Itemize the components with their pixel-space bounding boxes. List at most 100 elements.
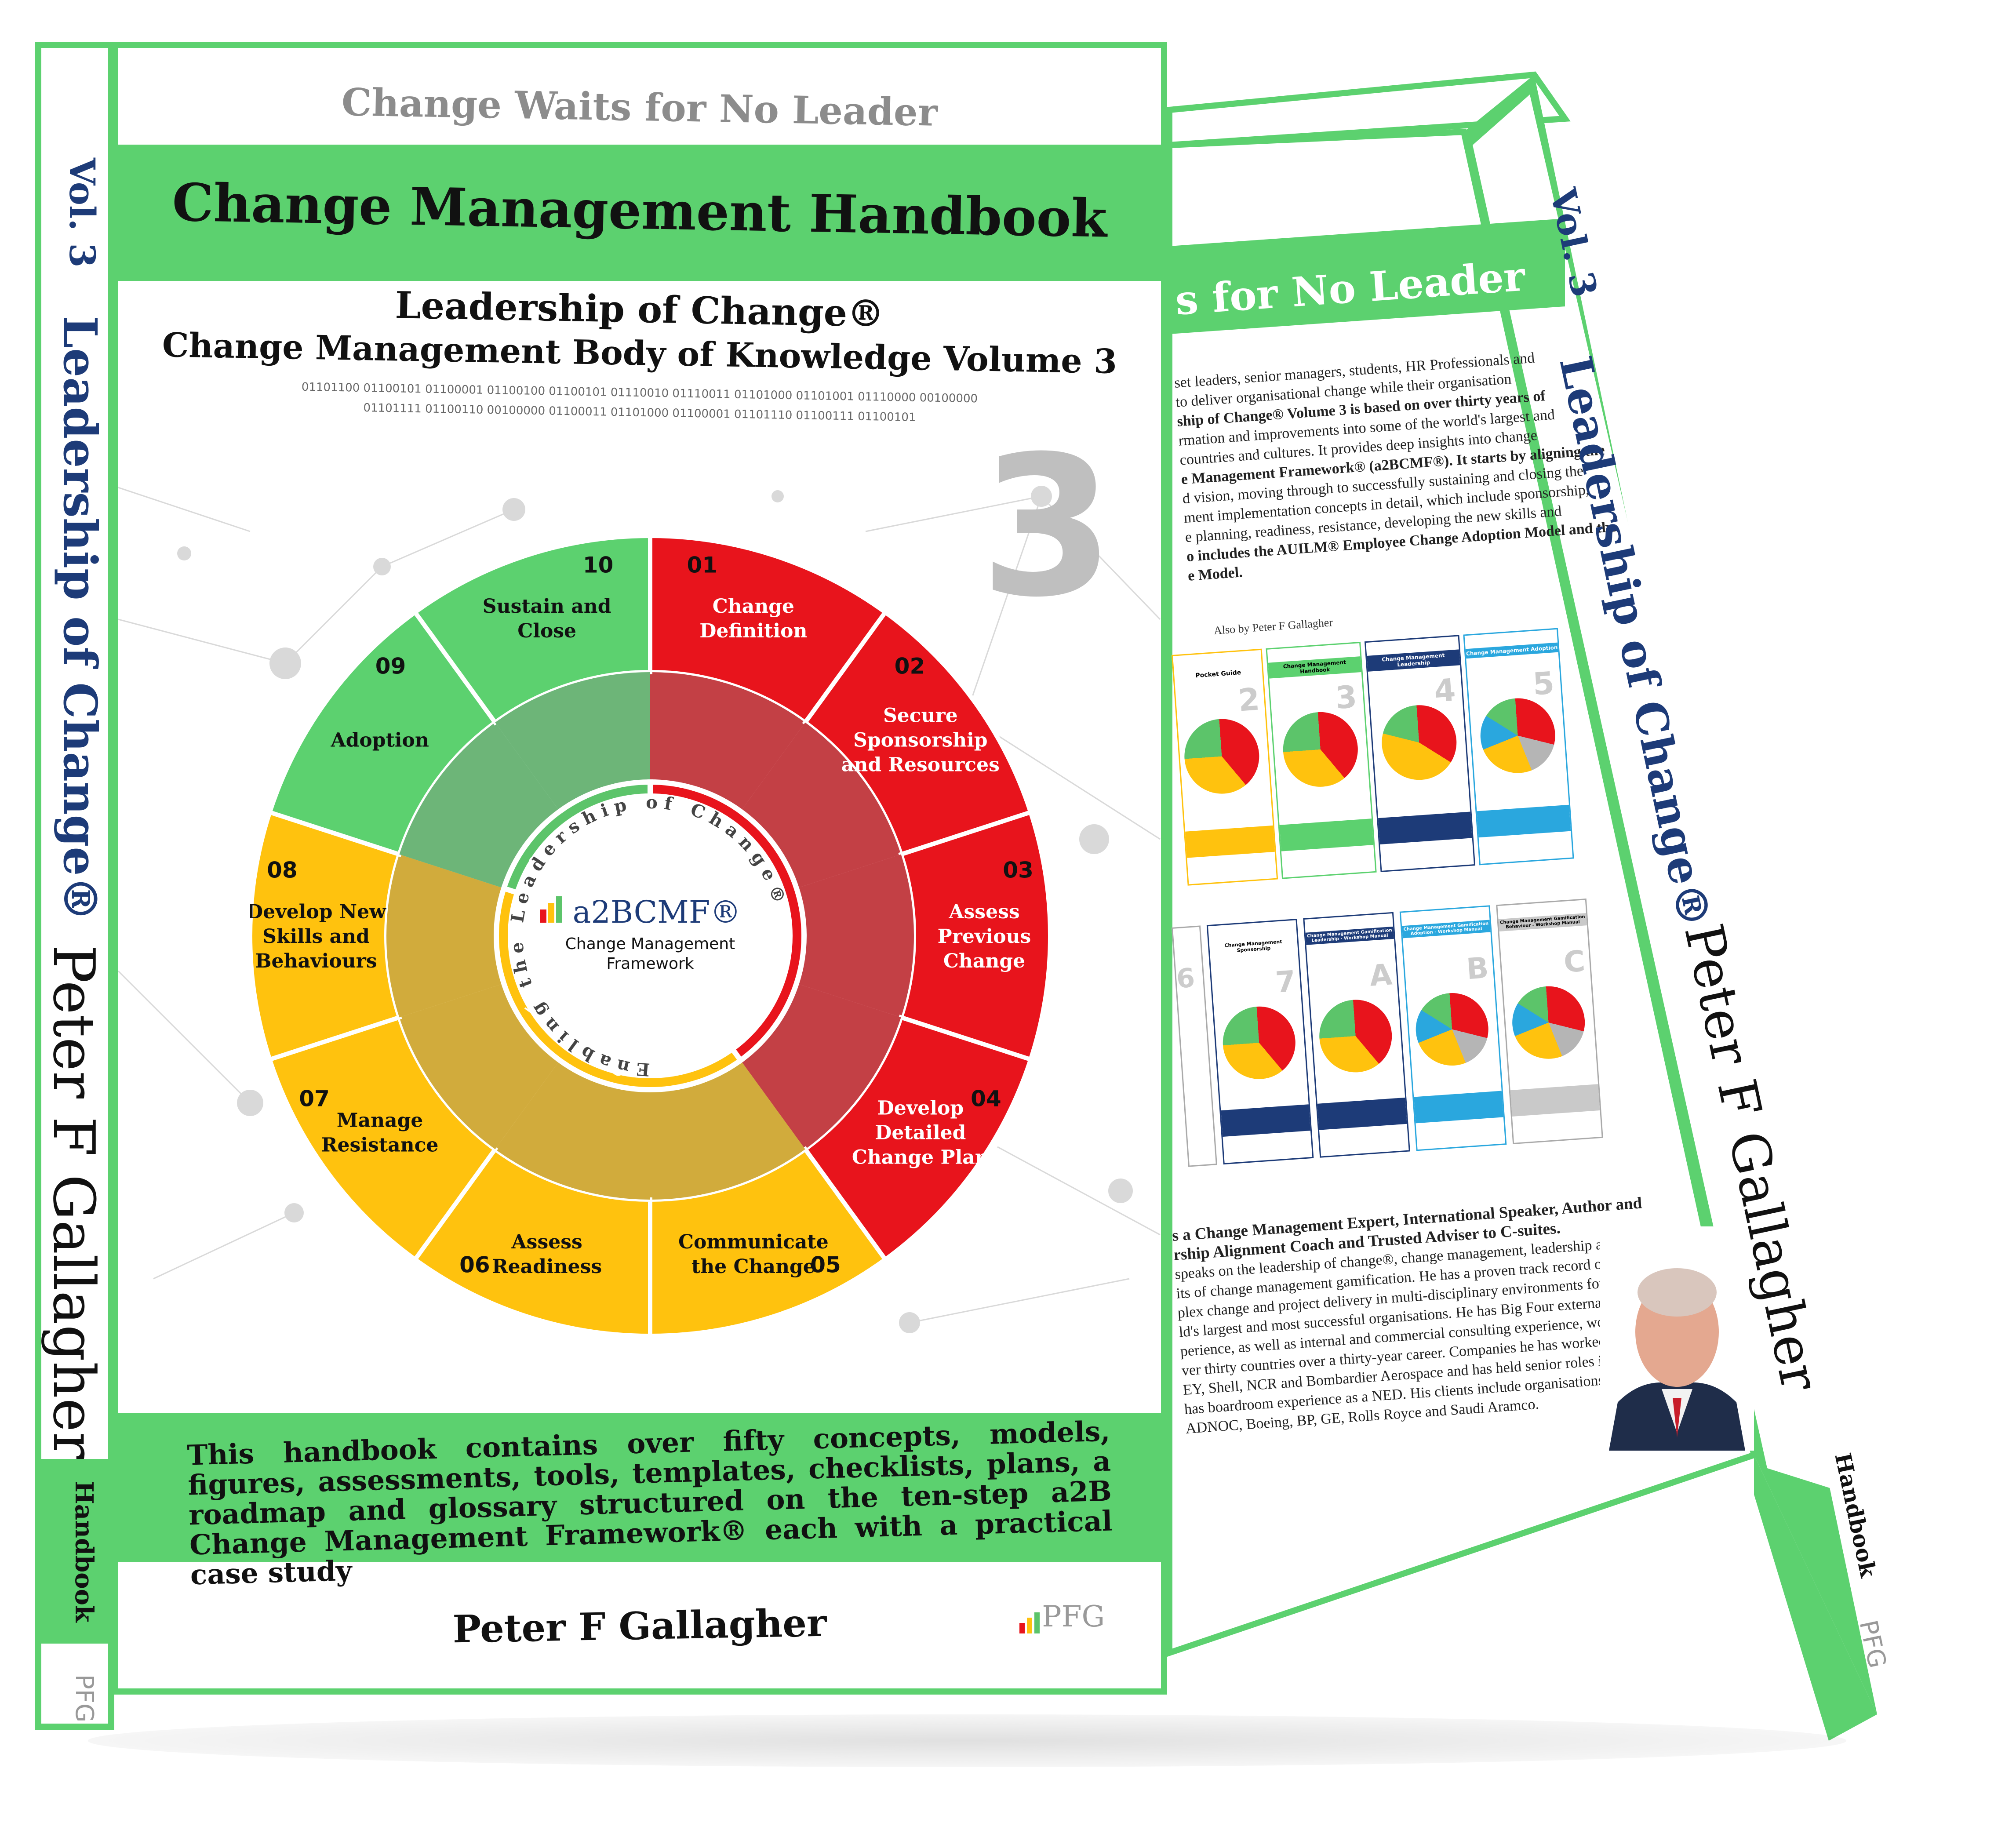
front-spine-title: Leadership of Change®	[53, 316, 107, 922]
wheel-step-labels: 01ChangeDefinition02SecureSponsorshipand…	[250, 552, 1033, 1278]
a2bcmf-wheel: PlanExecuteSustain 01ChangeDefinition02S…	[250, 536, 1050, 1336]
center-line1: Change Management	[565, 935, 735, 953]
wheel-step-label: Skills and	[262, 925, 370, 948]
wheel-step-label: the Change	[691, 1255, 815, 1278]
thumb-number: C	[1562, 944, 1587, 979]
wheel-step-number: 08	[267, 857, 298, 883]
wheel-inner-shade	[650, 1057, 805, 1200]
thumb-wheel	[1317, 997, 1394, 1075]
thumb-wheel	[1413, 990, 1491, 1068]
thumb-band	[1378, 811, 1472, 844]
thumb-title: Change Management Adoption	[1465, 642, 1558, 659]
front-spine-author: Peter F Gallagher	[40, 945, 107, 1459]
thumb-title: Change Management Sponsorship	[1224, 939, 1282, 953]
thumb-wheel	[1379, 702, 1459, 782]
thumb-number: A	[1368, 957, 1394, 993]
front-author: Peter F Gallagher	[452, 1601, 827, 1652]
thumb-number: 4	[1433, 672, 1457, 709]
wheel-step-number: 04	[971, 1086, 1001, 1112]
pfg-bar-icon	[1034, 1612, 1040, 1633]
wheel-inner-step-01	[650, 672, 805, 815]
wheel-step-label: Change Plan	[852, 1146, 989, 1169]
wheel-step-number: 03	[1003, 857, 1033, 883]
pfg-text: PFG	[1042, 1600, 1105, 1633]
thumb-band	[1279, 818, 1374, 851]
wheel-step-label: Sustain and	[483, 595, 611, 618]
thumb-band	[1414, 1091, 1503, 1124]
pfg-bar-icon	[1019, 1623, 1025, 1633]
thumb-number: 7	[1274, 964, 1297, 1000]
front-blurb-band	[118, 1413, 1161, 1562]
wheel-inner-shade	[495, 672, 650, 815]
thumb-number: B	[1465, 951, 1490, 986]
thumb-number: 6	[1175, 962, 1196, 995]
wheel-center	[508, 793, 793, 1078]
network-background	[118, 486, 1161, 1333]
wheel-step-label: Manage	[337, 1109, 423, 1132]
book-thumbnail: Change Management Gamification Adoption …	[1399, 905, 1507, 1151]
wheel-inner-step-05	[650, 1057, 805, 1200]
wheel-step-label: Change	[943, 950, 1025, 972]
wheel-step-number: 01	[687, 552, 718, 578]
wheel-inner-shade	[386, 854, 508, 1018]
wheel-inner-step-10	[495, 672, 650, 815]
wheel-inner-step-03	[792, 854, 914, 1018]
wheel-step-number: 06	[459, 1252, 490, 1278]
front-spine-vol: Vol. 3	[62, 158, 103, 268]
wheel-step-number: 02	[895, 654, 925, 679]
wheel-step-number: 05	[810, 1252, 841, 1278]
wheel-step-label: Previous	[938, 925, 1031, 948]
wheel-inner-shade	[650, 672, 805, 815]
thumb-wheel	[1477, 695, 1558, 776]
front-title-band	[118, 145, 1161, 281]
wheel-inner-step-08	[386, 854, 508, 1018]
book-thumbnail: Change Management Leadership 4	[1364, 635, 1476, 873]
wheel-step-label: Develop New	[250, 901, 386, 923]
thumb-band	[1510, 1084, 1600, 1117]
wheel-step-label: Definition	[699, 620, 807, 642]
wheel-step-label: Adoption	[330, 729, 429, 751]
book-thumbnail: Pocket Guide 2	[1172, 648, 1278, 886]
wheel-step-label: Secure	[883, 704, 958, 727]
center-line2: Framework	[606, 955, 694, 973]
thumb-title: Change Management Gamification Adoption …	[1402, 920, 1491, 939]
wheel-step-label: Behaviours	[255, 950, 377, 972]
thumb-title: Change Management Gamification Leadershi…	[1305, 926, 1394, 945]
wheel-step-label: Develop	[877, 1097, 964, 1120]
front-spine: Vol. 3 Leadership of Change® Peter F Gal…	[35, 42, 114, 1730]
book-thumbnails-row1: Pocket Guide 2 Change Management Handboo…	[1172, 627, 1591, 886]
book-shadow	[88, 1714, 1846, 1767]
wheel-step-label: and Resources	[841, 753, 1000, 776]
thumb-number: 3	[1334, 678, 1358, 717]
wheel-step-label: Assess	[511, 1231, 582, 1253]
thumb-title: Change Management Gamification Behaviour…	[1498, 913, 1587, 932]
thumb-band	[1221, 1104, 1311, 1137]
thumb-title: Change Management Leadership	[1367, 649, 1460, 672]
a2bcmf-logo	[540, 896, 562, 923]
wheel-step-label: Close	[517, 620, 576, 642]
wheel-step-label: Assess	[948, 901, 1019, 923]
thumb-number: 2	[1237, 681, 1261, 719]
wheel-step-number: 07	[299, 1086, 330, 1112]
wheel-step-label: Resistance	[321, 1134, 438, 1157]
author-photo	[1600, 1226, 1754, 1451]
wheel-step-label: Detailed	[875, 1122, 966, 1144]
wheel-inner-shade	[792, 854, 914, 1018]
wheel-step-label: Readiness	[492, 1255, 602, 1278]
front-spine-publisher: PFG	[70, 1674, 98, 1723]
book-thumbnails-row2: 6 Change Management Sponsorship 7 Change…	[1172, 895, 1648, 1167]
wheel-step-number: 09	[375, 654, 406, 679]
wheel-step-label: Change	[713, 595, 794, 618]
book-thumbnail: Change Management Sponsorship 7	[1206, 919, 1314, 1165]
thumb-wheel	[1281, 709, 1361, 789]
thumb-title: Change Management Handbook	[1268, 656, 1361, 679]
front-spine-type: Handbook	[69, 1481, 98, 1622]
book-thumbnail: Change Management Adoption 5	[1463, 628, 1574, 866]
thumb-wheel	[1510, 984, 1587, 1062]
front-blurb: This handbook contains over fifty concep…	[186, 1415, 1113, 1591]
wheel-step-label: Sponsorship	[853, 729, 987, 751]
wheel-step-label: Communicate	[678, 1231, 829, 1253]
front-cover: Change Waits for No Leader Change Manage…	[112, 42, 1167, 1695]
front-tagline: Change Waits for No Leader	[341, 80, 938, 135]
